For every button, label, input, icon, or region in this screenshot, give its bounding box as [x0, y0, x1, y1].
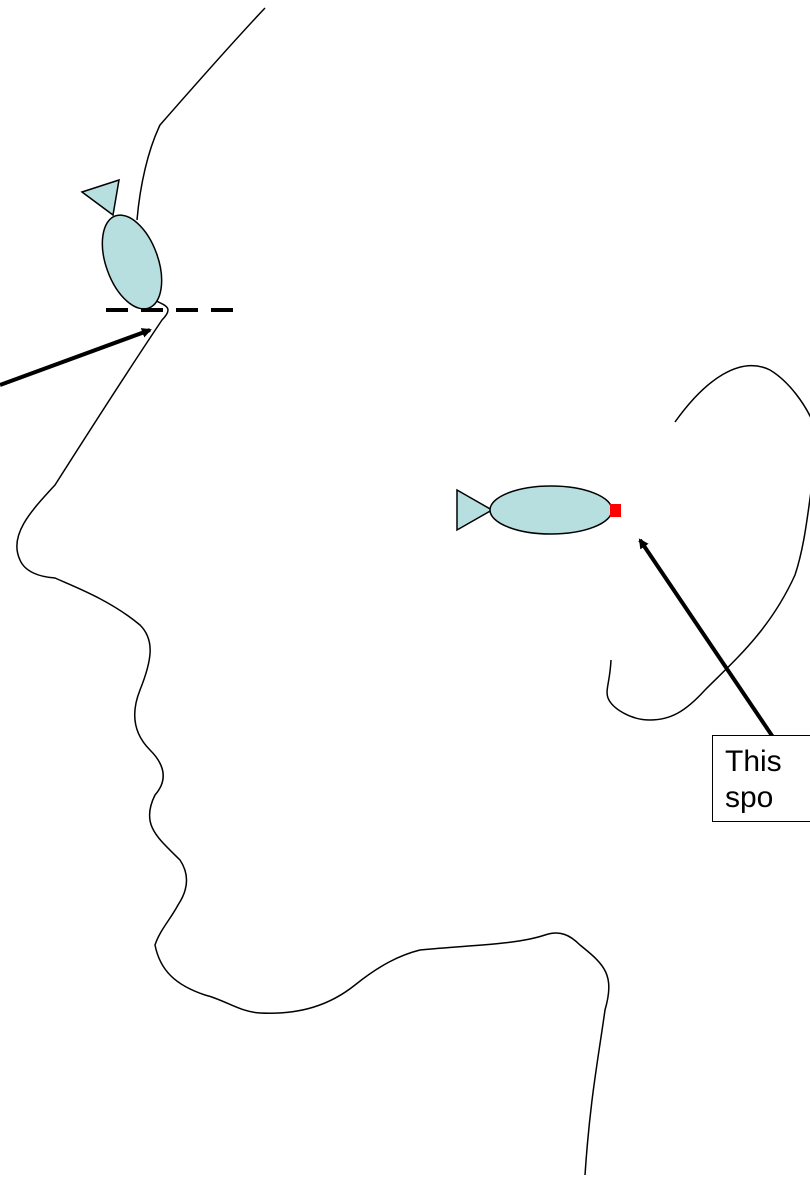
side-fish-body — [489, 485, 613, 535]
callout-line-2: spo — [725, 781, 774, 814]
ear-outline — [606, 364, 810, 721]
front-fish-icon — [80, 178, 163, 310]
front-fish-tail — [80, 178, 120, 217]
side-fish-tail — [456, 488, 494, 532]
front-fish-body — [101, 214, 163, 310]
face-profile-outline — [16, 7, 610, 1176]
callout-text-box: This spo — [712, 735, 810, 822]
callout-line-1: This — [725, 745, 782, 778]
side-fish-icon — [456, 485, 621, 535]
nose-arrow — [0, 328, 152, 387]
red-square-icon — [610, 504, 621, 517]
